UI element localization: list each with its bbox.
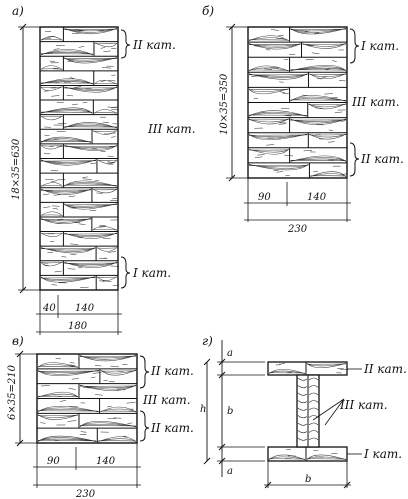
panel-b-height-label: 10×35=350 — [219, 73, 230, 135]
panel-a-category-bottom: I кат. — [132, 266, 171, 280]
panel-g-category-top: II кат. — [363, 362, 407, 376]
panel-v-outline — [36, 353, 138, 444]
panel-a-letter: а) — [12, 4, 24, 18]
panel-v-width-total: 230 — [75, 489, 96, 499]
panel-a-outline — [39, 26, 119, 291]
panel-b-width-part-2: 140 — [307, 192, 327, 203]
panel-v-category-bottom: II кат. — [150, 421, 194, 435]
panel-v-width-part-2: 140 — [96, 456, 116, 467]
panel-g-dim-a-bottom: a — [227, 466, 233, 477]
panel-b-width-part-1: 90 — [258, 192, 271, 203]
panel-b-letter: б) — [202, 4, 214, 18]
panel-g-category-bottom: I кат. — [363, 447, 402, 461]
panel-g: г) a h b a b II кат. III кат. I кат. — [200, 334, 407, 489]
panel-g-dim-b-width: b — [305, 474, 311, 485]
panel-v-section — [37, 354, 137, 443]
panel-g-category-middle: III кат. — [339, 398, 388, 412]
panel-a-section — [40, 27, 120, 290]
panel-g-dim-h: h — [200, 404, 206, 415]
panel-b-width-total: 230 — [287, 224, 308, 235]
panel-a-width-part-1: 40 — [42, 303, 56, 314]
panel-b-category-bottom: II кат. — [360, 152, 404, 166]
panel-v: в) 6×35=210 90 140 230 II кат. III кат. … — [7, 334, 194, 499]
panel-a-height-label: 18×35=630 — [11, 138, 22, 200]
panel-v-width-part-1: 90 — [47, 456, 60, 467]
panel-a-width-total: 180 — [68, 321, 88, 332]
panel-b-section — [248, 27, 347, 178]
panel-v-letter: в) — [12, 334, 24, 348]
panel-a-category-middle: III кат. — [147, 122, 196, 136]
panel-a: а) 18×35=630 40 140 180 II кат. III кат.… — [11, 4, 196, 335]
panel-b: б) 10×35=350 90 140 230 I кат. III кат. … — [202, 4, 404, 235]
panel-a-width-part-2: 140 — [75, 303, 95, 314]
panel-g-letter: г) — [202, 334, 213, 348]
panel-v-category-middle: III кат. — [142, 393, 191, 407]
panel-b-outline — [247, 26, 348, 179]
panel-v-height-label: 6×35=210 — [7, 364, 18, 420]
panel-g-dim-a-top: a — [227, 348, 233, 359]
panel-g-section — [267, 361, 348, 462]
panel-b-category-top: I кат. — [360, 39, 399, 53]
panel-v-category-top: II кат. — [150, 364, 194, 378]
panel-g-dim-b-vertical: b — [227, 406, 233, 417]
panel-a-category-top: II кат. — [132, 38, 176, 52]
panel-b-category-middle: III кат. — [351, 95, 400, 109]
